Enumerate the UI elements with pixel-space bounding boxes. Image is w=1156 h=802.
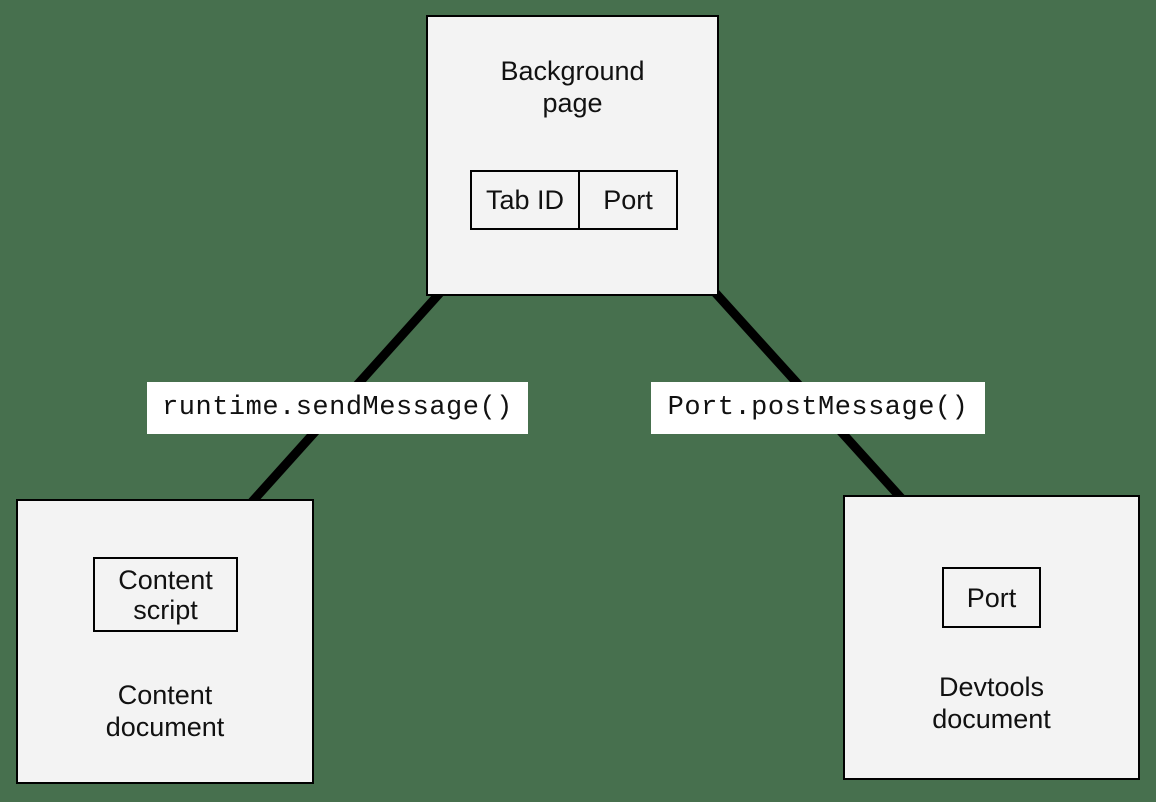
registry-column-port[interactable]: Port [578,172,676,228]
edge-label-runtime-sendmessage-text: runtime.sendMessage() [162,393,513,423]
background-page-label: Background page [500,56,645,118]
node-background-page[interactable]: Background page [426,15,719,296]
registry-column-tab-id-label: Tab ID [485,184,565,215]
devtools-document-label: Devtools document [932,672,1051,734]
node-content-script[interactable]: Content script [93,557,238,632]
content-document-label: Content document [105,680,225,742]
node-devtools-port[interactable]: Port [942,567,1041,628]
edge-label-port-postmessage-text: Port.postMessage() [667,393,969,423]
edge-label-runtime-sendmessage[interactable]: runtime.sendMessage() [147,382,528,434]
background-page-registry-table: Tab ID Port [470,170,678,230]
node-content-document[interactable]: Content document [16,499,314,784]
node-devtools-document[interactable]: Devtools document [843,495,1140,780]
edge-label-port-postmessage[interactable]: Port.postMessage() [651,382,985,434]
registry-column-port-label: Port [603,184,653,215]
registry-column-tab-id[interactable]: Tab ID [472,172,578,228]
content-script-label: Content script [118,564,213,625]
devtools-port-label: Port [966,582,1017,613]
